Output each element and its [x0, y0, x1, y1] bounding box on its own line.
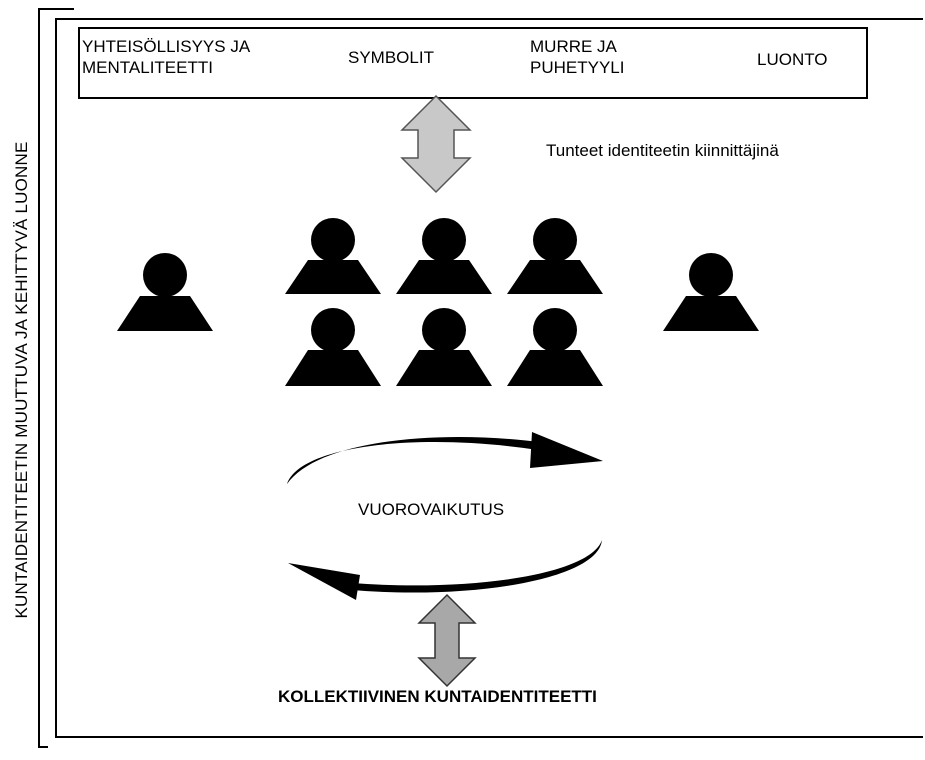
main-box	[55, 18, 923, 738]
caption-emotions: Tunteet identiteetin kiinnittäjinä	[546, 141, 779, 160]
top-item-dialect: MURRE JA PUHETYYLI	[530, 37, 625, 77]
person-icon	[507, 308, 603, 386]
top-box	[78, 27, 868, 99]
curved-arrow-icon	[288, 540, 602, 600]
outer-vertical-line	[38, 8, 40, 748]
double-arrow-icon	[400, 94, 472, 194]
center-label-interaction: VUOROVAIKUTUS	[358, 500, 505, 519]
person-icon	[396, 308, 492, 386]
person-icon	[285, 218, 381, 294]
person-icon	[117, 253, 213, 331]
top-item-nature: LUONTO	[757, 50, 828, 69]
double-arrow-icon	[417, 593, 477, 688]
outer-bottom-tick	[38, 746, 48, 748]
outer-top-tick	[38, 8, 74, 10]
person-icon	[507, 218, 603, 294]
curved-arrow-icon	[287, 432, 603, 484]
bottom-title: KOLLEKTIIVINEN KUNTAIDENTITEETTI	[278, 687, 597, 706]
top-item-community: YHTEISÖLLISYYS JA MENTALITEETTI	[82, 37, 251, 77]
person-icon	[396, 218, 492, 294]
top-item-symbols: SYMBOLIT	[348, 48, 434, 67]
person-icon	[663, 253, 759, 331]
person-icon	[285, 308, 381, 386]
